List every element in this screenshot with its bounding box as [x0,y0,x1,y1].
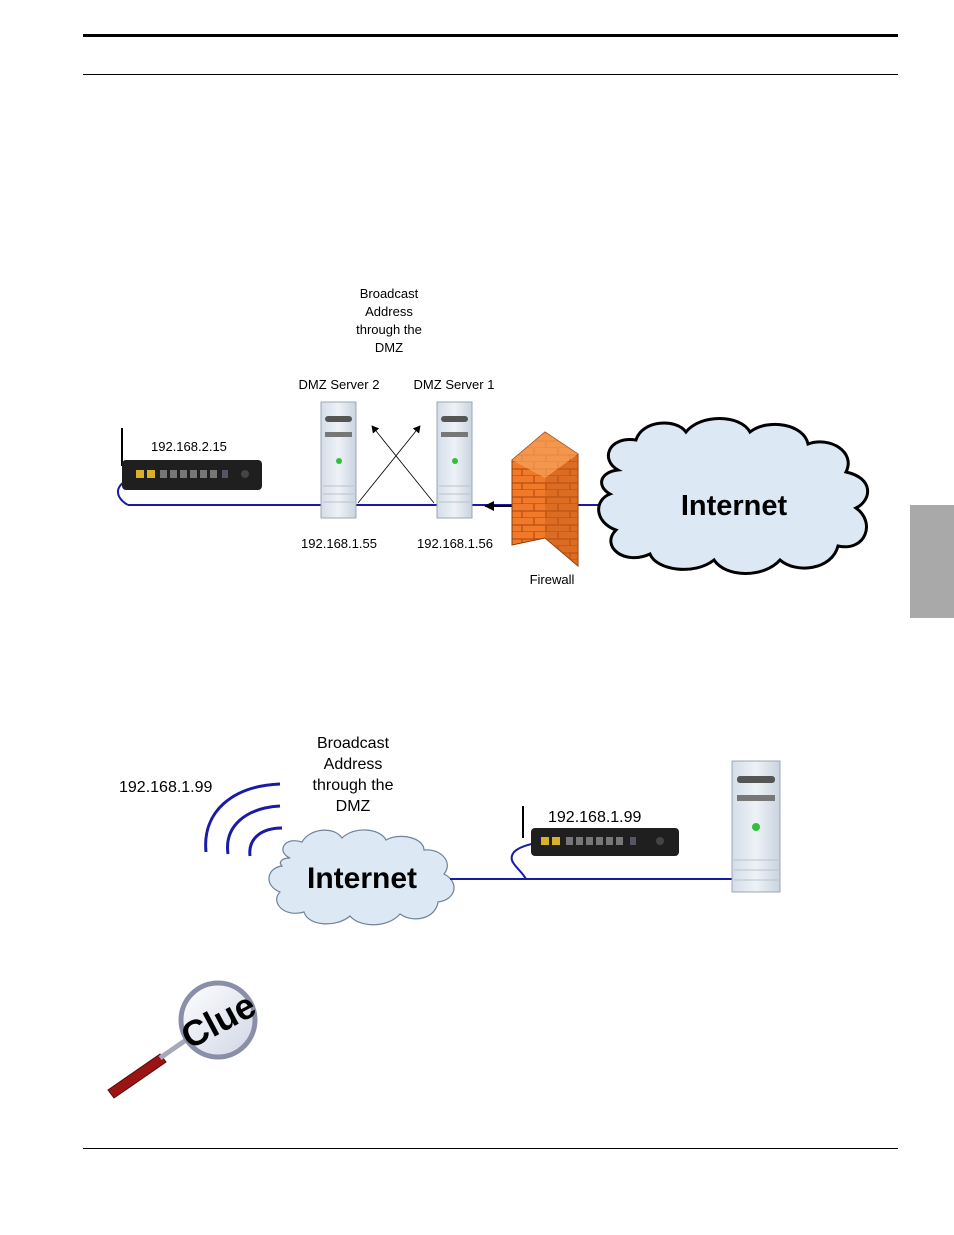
diagram-1: Broadcast Address through the DMZ DMZ Se… [117,286,870,587]
d1-broadcast-line-4: DMZ [375,340,403,355]
d1-dmz-server-2-icon [320,401,357,519]
d2-broadcast-line-2: Address [324,756,383,773]
d1-server-2-ip: 192.168.1.55 [301,536,377,551]
d2-router-icon [522,806,679,856]
footer-rule [83,1148,898,1149]
diagram-2: Broadcast Address through the DMZ 192.16… [119,735,781,926]
d2-server-icon [731,760,781,893]
d1-firewall-label: Firewall [530,572,575,587]
d1-router-icon [121,428,262,490]
d2-broadcast-line-4: DMZ [336,798,371,815]
d2-wireless-ip: 192.168.1.99 [119,779,213,796]
d1-broadcast-line-3: through the [356,322,422,337]
d1-server-1-ip: 192.168.1.56 [417,536,493,551]
d2-cloud-label: Internet [307,862,417,895]
d2-internet-cloud [268,829,455,926]
d1-cloud-label: Internet [681,490,788,522]
d1-dmz-server-1-icon [436,401,473,519]
d1-dmz-server-1-label: DMZ Server 1 [414,377,495,392]
d2-broadcast-line-3: through the [313,777,394,794]
d2-wireless-signal-icon [204,782,283,857]
d1-router-ip: 192.168.2.15 [151,439,227,454]
d1-broadcast-arrow-a [357,425,421,504]
clue-magnifier-icon: Clue [107,980,262,1099]
header-rule-thin [83,74,898,75]
d1-dmz-server-2-label: DMZ Server 2 [299,377,380,392]
d1-broadcast-line-1: Broadcast [360,286,419,301]
d1-broadcast-arrow-b [371,425,435,504]
chapter-tab [910,505,954,618]
d1-broadcast-line-2: Address [365,304,413,319]
d2-router-ip: 192.168.1.99 [548,809,642,826]
header-rule-thick [83,34,898,37]
d1-firewall-icon [511,431,579,568]
d2-broadcast-line-1: Broadcast [317,735,390,752]
d1-internet-cloud [597,417,870,575]
